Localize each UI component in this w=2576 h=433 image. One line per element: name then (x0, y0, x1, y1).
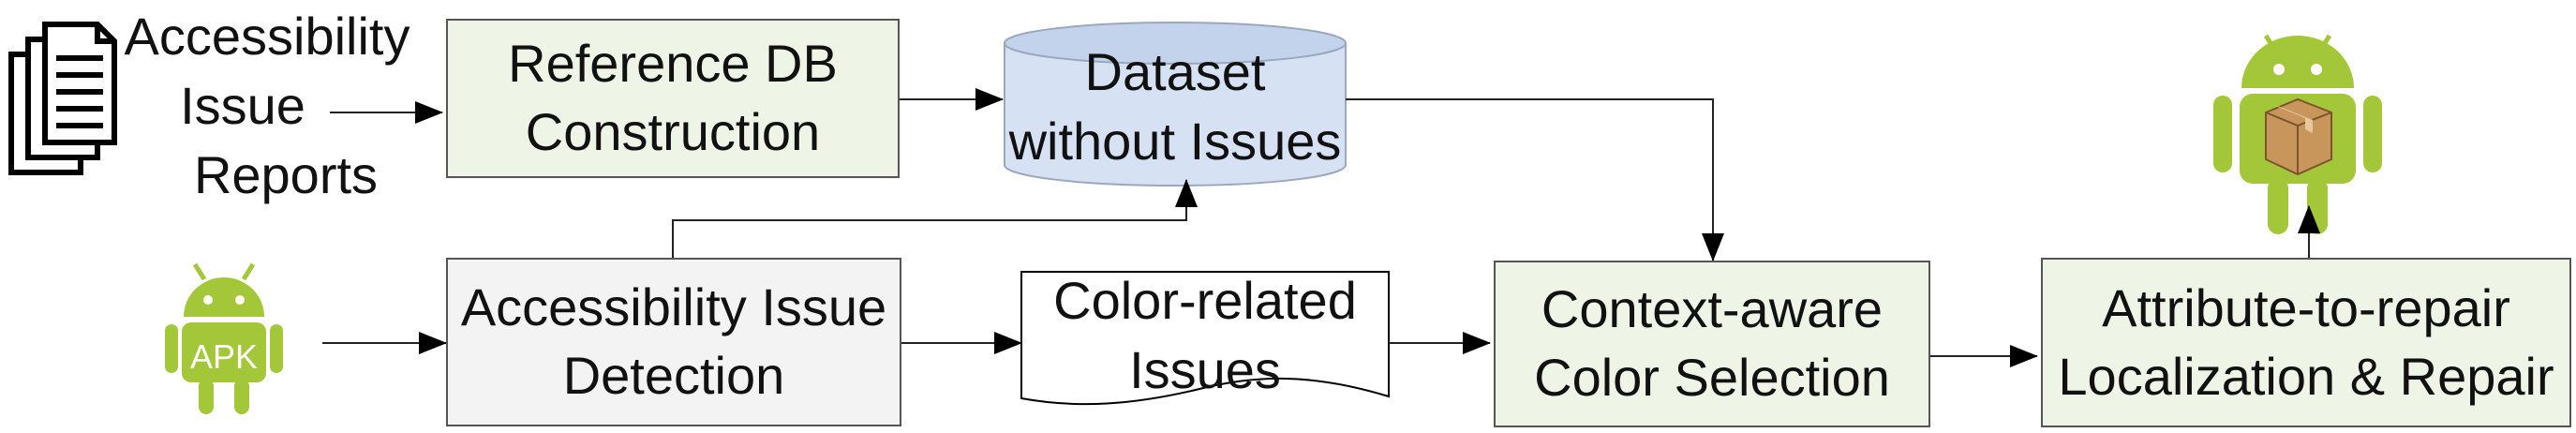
color-selection-line-2: Color Selection (1534, 348, 1890, 407)
issues-document-shape (1020, 271, 1390, 406)
dataset-label: Dataset without Issues (1005, 37, 1346, 176)
reference-db-line-1: Reference DB (508, 34, 838, 94)
reference-db-box: Reference DB Construction (446, 19, 900, 178)
database-cylinder (1004, 22, 1347, 187)
reference-db-line-2: Construction (525, 102, 821, 161)
detection-line-2: Detection (562, 346, 785, 405)
color-selection-box: Context-aware Color Selection (1494, 261, 1930, 427)
android-apk-icon (165, 262, 283, 414)
detection-line-1: Accessibility Issue (460, 277, 887, 337)
repair-line-1: Attribute-to-repair (2102, 277, 2510, 337)
arrow-detection-to-dataset (672, 179, 1198, 258)
reports-label-line-3: Reports (193, 144, 379, 204)
documents-icon (8, 22, 117, 175)
arrow-dataset-to-selection (1346, 98, 1724, 261)
color-issues-line-2: Issues (1129, 339, 1281, 399)
color-issues-label: Color-related Issues (1021, 266, 1389, 405)
reports-label: Accessibility Issue Reports (112, 2, 422, 210)
dataset-line-1: Dataset (1084, 42, 1266, 101)
repair-box: Attribute-to-repair Localization & Repai… (2041, 258, 2571, 427)
repair-line-2: Localization & Repair (2058, 346, 2554, 406)
detection-box: Accessibility Issue Detection (446, 258, 901, 426)
android-package-icon (2206, 34, 2390, 242)
color-selection-line-1: Context-aware (1541, 279, 1884, 339)
dataset-line-2: without Issues (1008, 111, 1342, 171)
reports-label-line-1: Accessibility (124, 7, 410, 66)
reports-label-line-2: Issue (180, 75, 305, 135)
apk-label: APK (190, 337, 258, 376)
color-issues-line-1: Color-related (1053, 271, 1357, 330)
